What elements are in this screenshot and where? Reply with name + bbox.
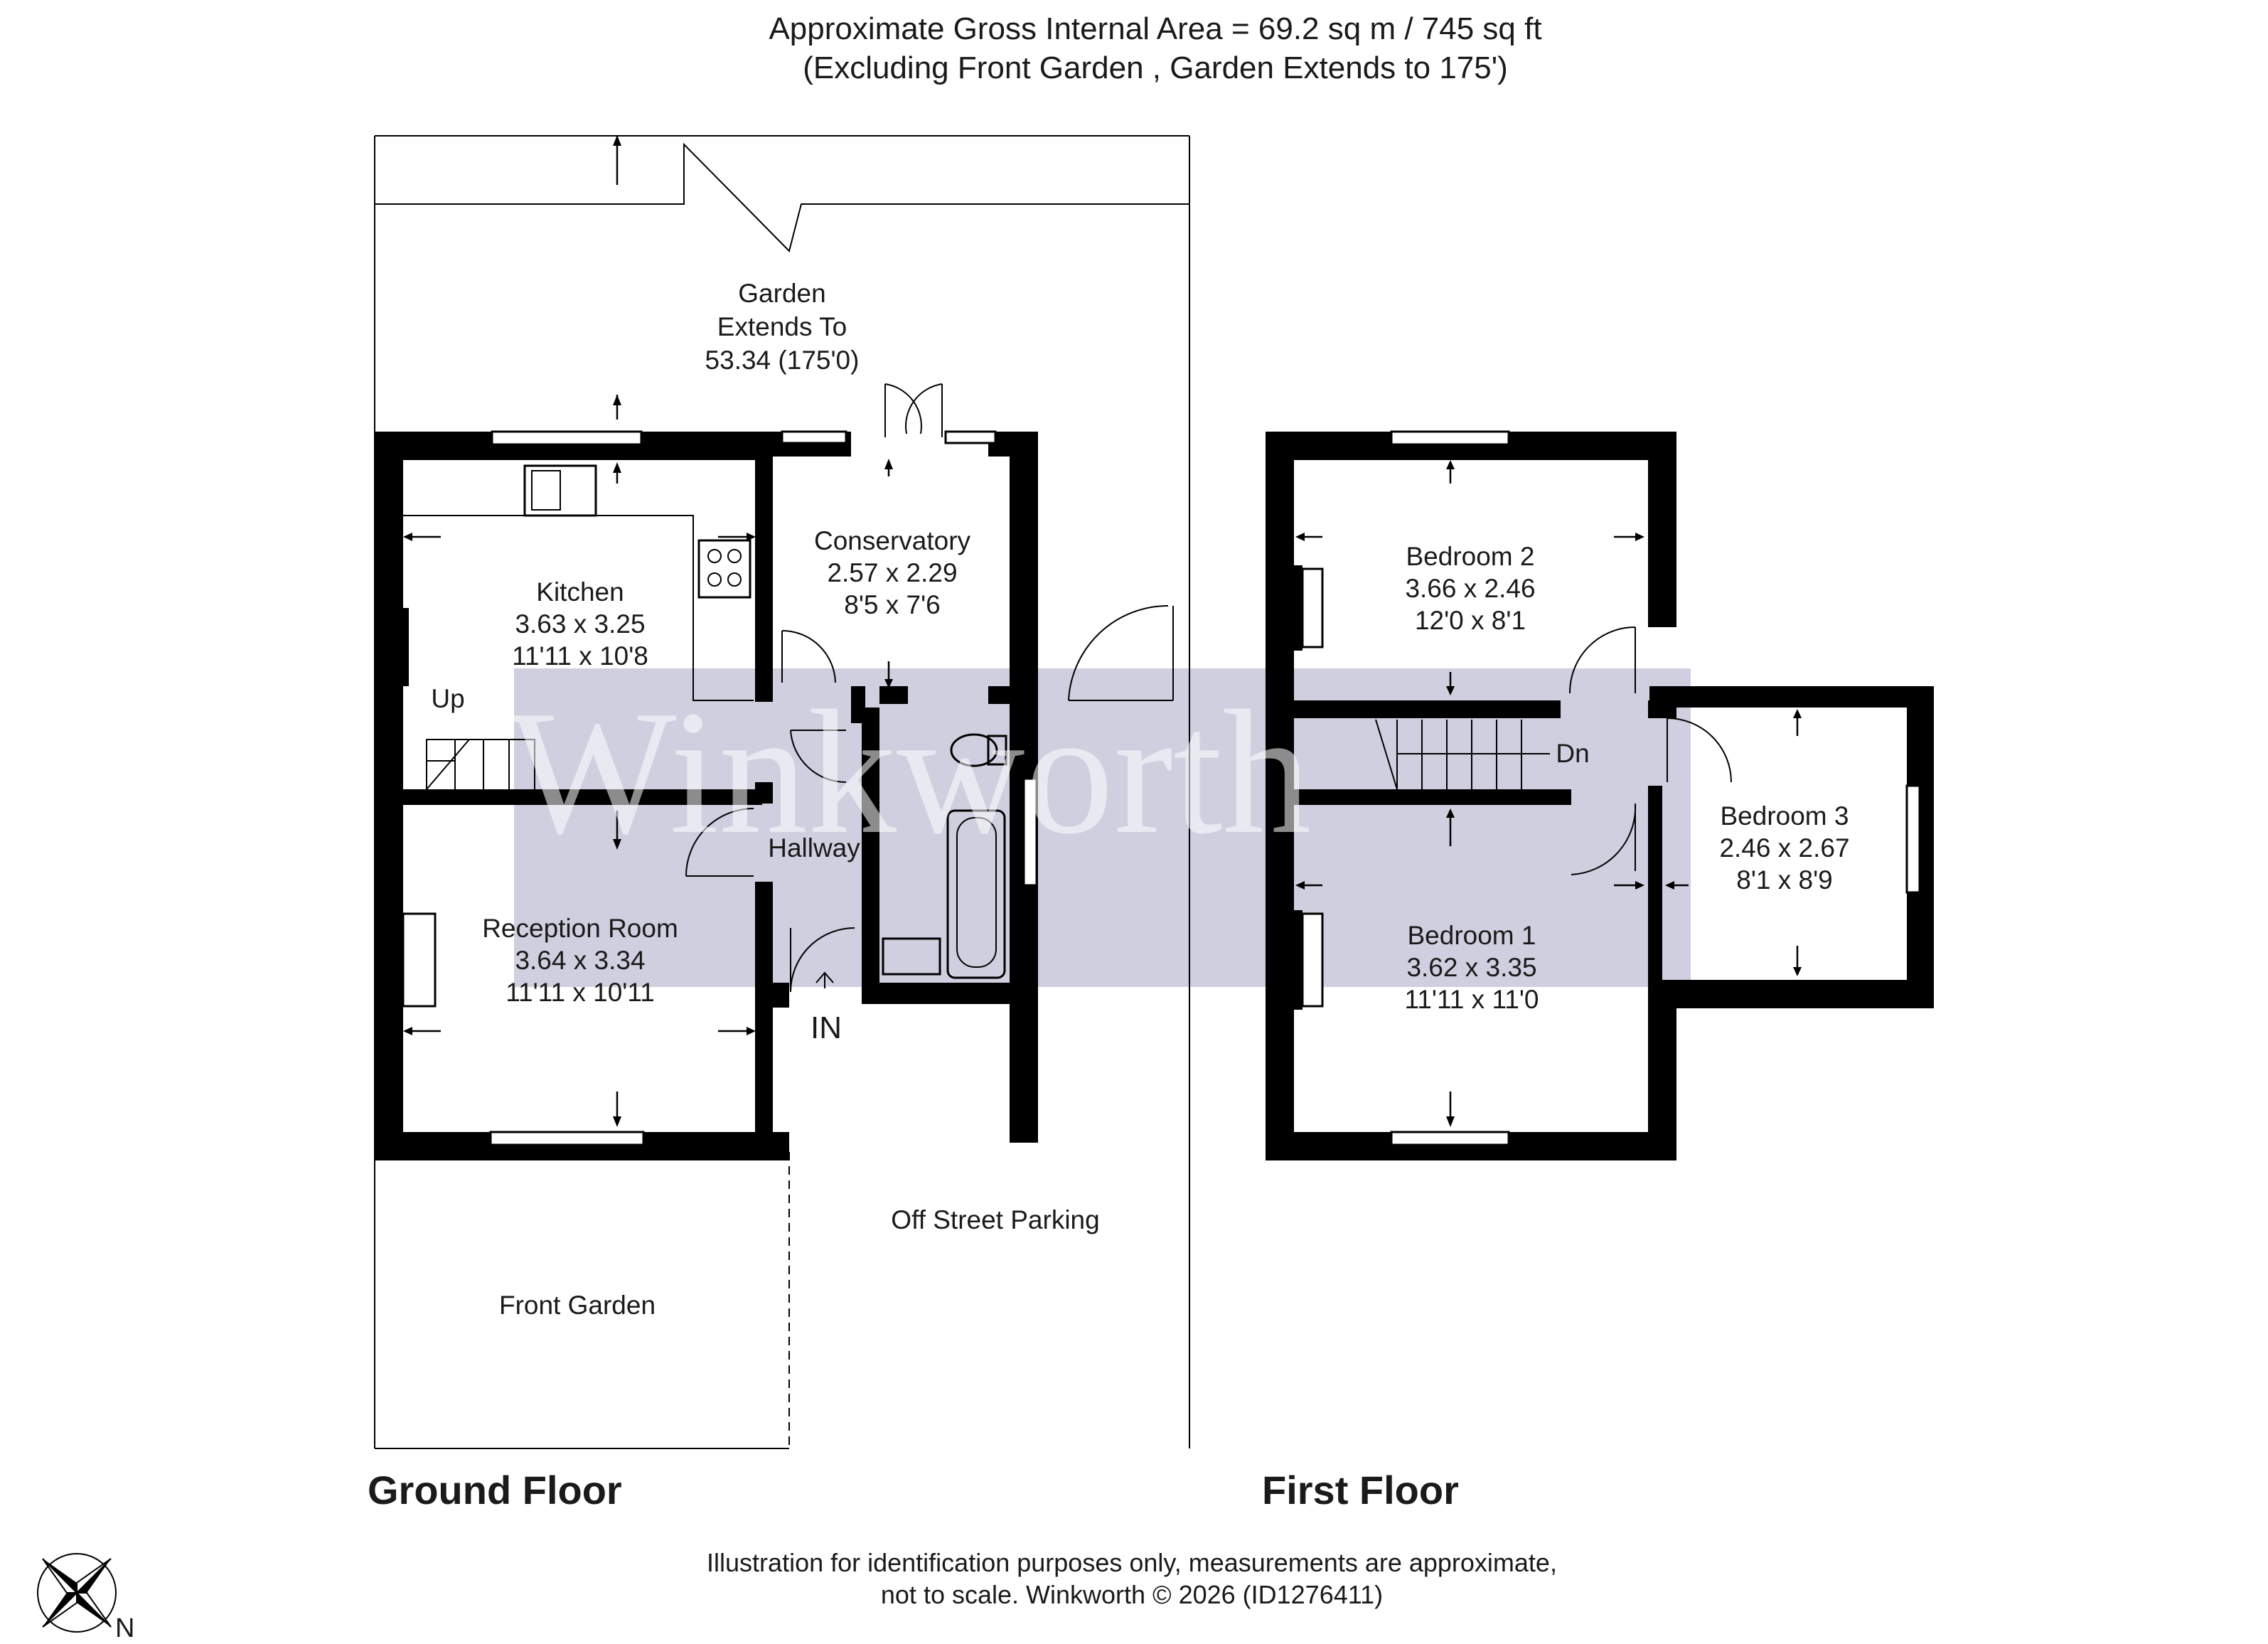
bedroom2-metric: 3.66 x 2.46 — [1405, 574, 1535, 603]
bedroom2-name: Bedroom 2 — [1406, 542, 1535, 571]
stairs-down-label: Dn — [1556, 739, 1589, 768]
stairs-up-label: Up — [431, 684, 464, 713]
bedroom1-name: Bedroom 1 — [1408, 921, 1536, 950]
first-floor-title: First Floor — [1262, 1468, 1459, 1512]
reception-room-metric: 3.64 x 3.34 — [515, 946, 645, 975]
conservatory-metric: 2.57 x 2.29 — [827, 558, 957, 587]
bedroom1-metric: 3.62 x 3.35 — [1406, 953, 1536, 982]
reception-room-name: Reception Room — [482, 914, 678, 943]
kitchen-name: Kitchen — [536, 577, 624, 607]
bedroom2-imperial: 12'0 x 8'1 — [1415, 606, 1526, 635]
winkworth-watermark: Winkworth — [509, 674, 1312, 871]
watermark-band — [514, 668, 1691, 987]
kitchen-metric: 3.63 x 3.25 — [515, 609, 645, 639]
garden-label-line3: 53.34 (175'0) — [705, 346, 860, 375]
entrance-label: IN — [811, 1010, 842, 1045]
first-floor-plan — [1266, 430, 1934, 1160]
bedroom3-metric: 2.46 x 2.67 — [1719, 833, 1849, 863]
gross-area-line: Approximate Gross Internal Area = 69.2 s… — [769, 11, 1541, 46]
bedroom3-imperial: 8'1 x 8'9 — [1736, 865, 1833, 895]
garden-label-line2: Extends To — [717, 312, 847, 341]
conservatory-name: Conservatory — [814, 526, 971, 555]
conservatory-imperial: 8'5 x 7'6 — [844, 590, 941, 619]
bedroom3-name: Bedroom 3 — [1721, 801, 1849, 831]
reception-room-imperial: 11'11 x 10'11 — [506, 978, 655, 1007]
front-garden-label: Front Garden — [499, 1291, 656, 1320]
hallway-name: Hallway — [768, 833, 860, 863]
compass-north-label: N — [115, 1613, 134, 1643]
parking-label: Off Street Parking — [891, 1205, 1099, 1234]
compass-rose-icon — [36, 1553, 117, 1633]
bedroom1-imperial: 11'11 x 11'0 — [1405, 985, 1539, 1014]
ground-floor-plan — [374, 135, 1190, 1449]
disclaimer-line1: Illustration for identification purposes… — [707, 1548, 1557, 1577]
kitchen-imperial: 11'11 x 10'8 — [512, 641, 648, 671]
exclusion-note-line: (Excluding Front Garden , Garden Extends… — [803, 50, 1508, 85]
disclaimer-line2: not to scale. Winkworth © 2026 (ID127641… — [881, 1580, 1383, 1609]
garden-label-line1: Garden — [738, 279, 825, 308]
ground-floor-title: Ground Floor — [368, 1468, 622, 1512]
